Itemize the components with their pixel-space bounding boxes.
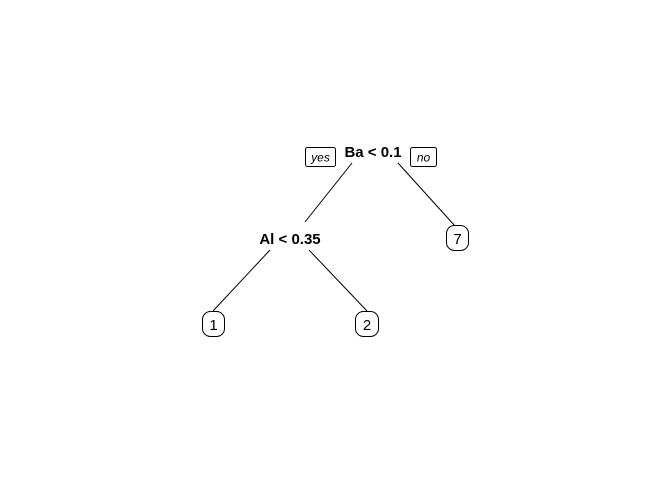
root-split-label: Ba < 0.1 [344,144,401,161]
leaf-1-box [202,311,225,337]
yes-tag-box [305,147,336,167]
leaf-2-label: 2 [363,317,371,334]
edge-root-to-al [304,162,353,223]
edge-root-to-leaf-7 [397,162,456,227]
edge-al-to-leaf-1 [212,249,271,312]
leaf-1-label: 1 [209,317,217,334]
leaf-7-label: 7 [453,231,461,248]
yes-tag-label: yes [310,151,330,165]
no-tag-label: no [417,151,431,165]
al-split-label: Al < 0.35 [259,231,320,248]
leaf-2-box [355,311,379,337]
no-tag-box [410,147,437,167]
edge-al-to-leaf-2 [308,249,368,312]
leaf-7-box [446,225,469,251]
